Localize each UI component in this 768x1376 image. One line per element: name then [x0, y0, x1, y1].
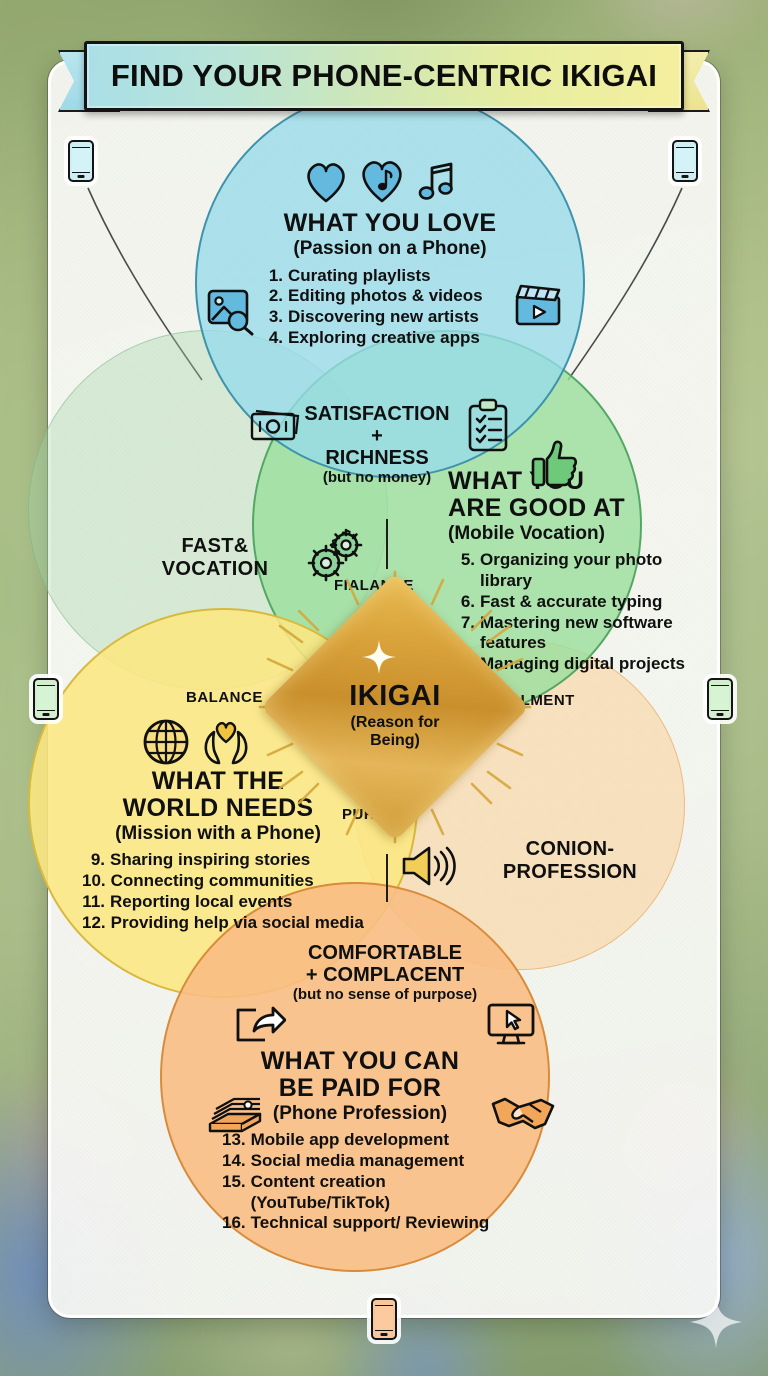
love-heading: WHAT YOU LOVE — [283, 209, 497, 237]
cash-note-icon — [250, 409, 300, 441]
world-needs-text-block: WHAT THE WORLD NEEDS (Mission with a Pho… — [58, 768, 378, 933]
ikigai-title: IKIGAI — [349, 680, 441, 713]
overlap-top-block: SATISFACTION + RICHNESS (but no money) — [252, 403, 502, 486]
list-item: 14.Social media management — [222, 1151, 465, 1171]
phone-icon-top-left — [68, 140, 94, 182]
phone-icon-top-right — [672, 140, 698, 182]
ikigai-sub-line2: Being) — [370, 732, 420, 749]
globe-icon — [143, 719, 189, 765]
sector-right-line2: PROFESSION — [502, 861, 638, 883]
phone-icon-bottom — [371, 1298, 397, 1340]
photo-search-icon — [207, 289, 254, 336]
overlap-top-note: (but no money) — [322, 469, 432, 486]
connector-arc-right — [567, 187, 683, 381]
overlap-bottom-line1: COMFORTABLE — [307, 942, 463, 964]
sector-left-line1: FAST& — [181, 535, 249, 557]
heart-music-icon — [362, 161, 402, 203]
paid-for-text-block: WHAT YOU CAN BE PAID FOR (Phone Professi… — [200, 1048, 520, 1234]
gears-icon — [307, 528, 363, 582]
love-text-block: WHAT YOU LOVE (Passion on a Phone) 1.Cur… — [210, 210, 570, 349]
good-at-heading-line2: ARE GOOD AT — [448, 493, 625, 522]
overlap-top-line1: SATISFACTION — [304, 403, 450, 425]
list-item: 6.Fast & accurate typing — [460, 591, 663, 611]
list-item: 2.Editing photos & videos — [268, 286, 483, 306]
phone-icon-middle-right — [707, 678, 733, 720]
ribbon-body: FIND YOUR PHONE-CENTRIC IKIGAI — [84, 41, 684, 111]
ikigai-label: IKIGAI (Reason for Being) — [300, 612, 490, 802]
circle-what-you-can-be-paid-for[interactable] — [160, 882, 550, 1272]
list-item: 9.Sharing inspiring stories — [90, 850, 311, 870]
paid-for-list: 13.Mobile app development 14.Social medi… — [222, 1130, 520, 1234]
clapperboard-icon — [515, 284, 561, 326]
music-note-icon — [418, 162, 453, 200]
list-item: 3.Discovering new artists — [268, 307, 479, 327]
cash-stack-icon — [208, 1097, 262, 1133]
love-list: 1.Curating playlists 2.Editing photos & … — [260, 266, 570, 349]
sparkle-icon-corner — [690, 1296, 742, 1348]
banner: FIND YOUR PHONE-CENTRIC IKIGAI — [0, 40, 768, 112]
world-needs-heading-line2: WORLD NEEDS — [122, 793, 314, 822]
share-icon — [236, 1006, 286, 1042]
overlap-bottom-note: (but no sense of purpose) — [292, 986, 478, 1003]
ikigai-center[interactable]: IKIGAI (Reason for Being) — [258, 570, 532, 844]
thumbs-up-icon — [531, 440, 578, 487]
list-item: 13.Mobile app development — [222, 1130, 449, 1150]
overlap-top-line2: + — [371, 425, 383, 447]
overlap-bottom-line2: + COMPLACENT — [305, 964, 465, 986]
ikigai-rays — [258, 570, 532, 844]
sector-label-left: FAST& VOCATION — [120, 535, 310, 581]
overlap-top-line3: RICHNESS — [325, 447, 429, 469]
good-at-text-block: WHAT YOU ARE GOOD AT (Mobile Vocation) 5… — [448, 468, 698, 675]
paid-for-subheading: (Phone Profession) — [272, 1102, 448, 1124]
monitor-cursor-icon — [487, 1003, 535, 1045]
sector-label-right: CONION- PROFESSION — [470, 838, 670, 884]
list-item: 7.Mastering new software features — [460, 612, 673, 653]
list-item: 12.Providing help via social media — [82, 912, 364, 932]
list-item: 1.Curating playlists — [268, 265, 431, 285]
sector-left-line2: VOCATION — [161, 558, 269, 580]
list-item: 16.Technical support/ Reviewing — [222, 1213, 490, 1233]
overlap-bottom-block: COMFORTABLE + COMPLACENT (but no sense o… — [235, 942, 535, 1003]
handshake-icon — [491, 1097, 555, 1130]
divider-bottom — [386, 854, 388, 902]
sector-right-line1: CONION- — [525, 838, 615, 860]
paid-for-heading-line1: WHAT YOU CAN — [260, 1047, 460, 1075]
world-needs-subheading: (Mission with a Phone) — [115, 822, 321, 844]
paid-for-heading-line2: BE PAID FOR — [278, 1073, 442, 1102]
hands-heart-icon — [204, 721, 248, 765]
page-title: FIND YOUR PHONE-CENTRIC IKIGAI — [110, 58, 658, 93]
tag-balance: BALANCE — [186, 689, 263, 706]
megaphone-icon — [402, 846, 456, 886]
list-item: 15.Content creation (YouTube/TikTok) — [222, 1171, 391, 1212]
list-item: 11.Reporting local events — [82, 891, 293, 911]
good-at-subheading: (Mobile Vocation) — [448, 522, 605, 544]
world-needs-heading-line1: WHAT THE — [151, 767, 285, 795]
sparkle-icon — [362, 640, 396, 674]
phone-icon-middle-left — [33, 678, 59, 720]
heart-icon — [307, 163, 345, 203]
ikigai-sub-line1: (Reason for — [350, 714, 440, 732]
divider-top — [386, 519, 388, 569]
clipboard-check-icon — [468, 398, 508, 452]
list-item: 4.Exploring creative apps — [268, 327, 480, 347]
love-subheading: (Passion on a Phone) — [293, 237, 487, 259]
list-item: 10.Connecting communities — [82, 871, 314, 891]
world-needs-list: 9.Sharing inspiring stories 10.Connectin… — [82, 850, 378, 933]
list-item: 5.Organizing your photo library — [460, 550, 663, 591]
